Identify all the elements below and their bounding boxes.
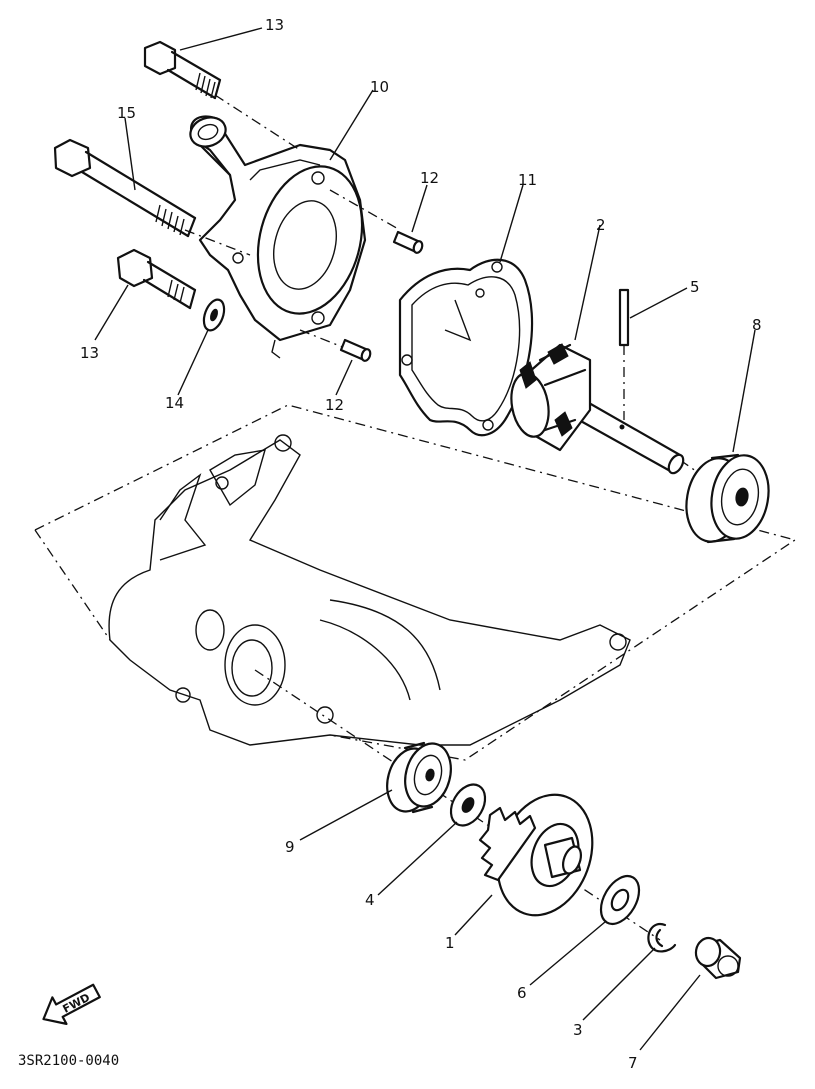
callout-5: 5 bbox=[690, 278, 700, 296]
washer-14 bbox=[202, 298, 226, 332]
bolt-13-lower bbox=[116, 248, 197, 310]
impeller-shaft-2 bbox=[510, 343, 685, 475]
washer-6 bbox=[599, 875, 641, 925]
bolt-13-upper bbox=[143, 40, 222, 100]
dowel-pin-12-upper bbox=[392, 230, 424, 254]
callout-13-lower: 13 bbox=[80, 344, 99, 362]
callout-6: 6 bbox=[517, 984, 527, 1002]
callout-11: 11 bbox=[518, 171, 537, 189]
collar-7 bbox=[694, 936, 742, 980]
gear-1 bbox=[478, 793, 594, 917]
crankcase-cover bbox=[108, 434, 631, 746]
dowel-pin-12-lower bbox=[339, 338, 372, 362]
circlip-3 bbox=[647, 922, 677, 953]
callout-13-upper: 13 bbox=[265, 16, 284, 34]
diagram-code: 3SR2100-0040 bbox=[18, 1053, 119, 1069]
leader-lines bbox=[94, 27, 756, 1051]
callout-2: 2 bbox=[596, 216, 606, 234]
bearing-8 bbox=[685, 453, 770, 544]
fwd-arrow: FWD bbox=[42, 983, 101, 1025]
callout-14: 14 bbox=[165, 394, 184, 412]
callout-10: 10 bbox=[370, 78, 389, 96]
callout-labels: 13 10 15 12 11 2 5 8 13 14 12 9 4 1 6 3 … bbox=[80, 16, 762, 1072]
pin-5 bbox=[618, 288, 630, 420]
callout-12-lower: 12 bbox=[325, 396, 344, 414]
washer-4 bbox=[449, 783, 487, 827]
bolt-axis-line bbox=[184, 229, 251, 256]
callout-4: 4 bbox=[365, 891, 375, 909]
callout-8: 8 bbox=[752, 316, 762, 334]
callout-1: 1 bbox=[445, 934, 455, 952]
callout-3: 3 bbox=[573, 1021, 583, 1039]
bolt-axis-line bbox=[214, 94, 301, 151]
bolt-15-long bbox=[53, 138, 197, 238]
callout-7: 7 bbox=[628, 1054, 638, 1072]
callout-12-upper: 12 bbox=[420, 169, 439, 187]
bearing-9 bbox=[386, 741, 452, 814]
callout-15: 15 bbox=[117, 104, 136, 122]
callout-9: 9 bbox=[285, 838, 295, 856]
crankcase-plane bbox=[34, 404, 797, 761]
pin-axis-line bbox=[329, 189, 401, 231]
pump-housing-cover-10 bbox=[189, 115, 367, 359]
